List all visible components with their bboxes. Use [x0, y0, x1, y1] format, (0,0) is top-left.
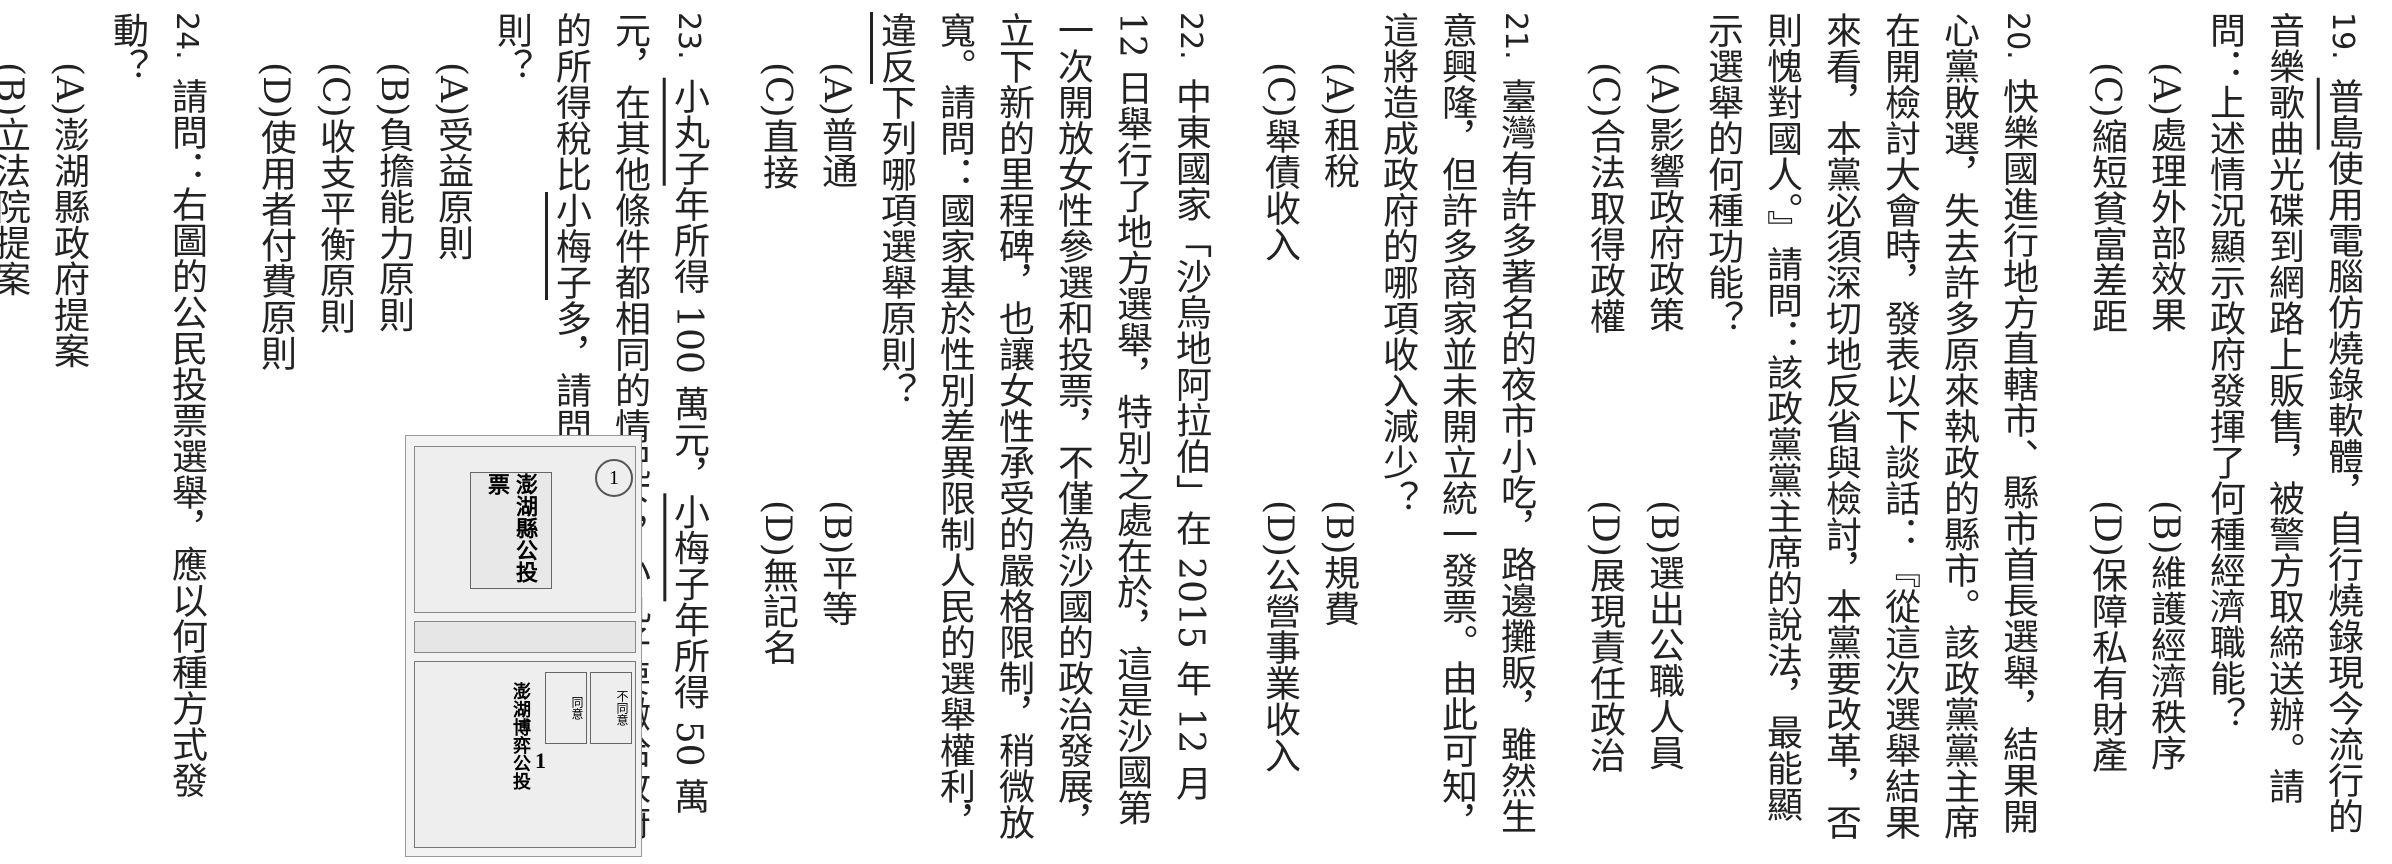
stem-text: 小丸子	[668, 77, 709, 186]
stem-text: 臺灣有許多著名的夜市小吃，路邊攤販，雖然生意興隆，但許多商家並未開立統一發票。由…	[1377, 12, 1536, 840]
option-row: (C)收支平衡原則	[305, 12, 364, 852]
answer-option[interactable]: (B)選出公職人員	[1643, 500, 1684, 771]
question-stem: 22.中東國家「沙烏地阿拉伯」在 2015 年 12 月 12 日舉行了地方選舉…	[866, 12, 1220, 852]
option-row: (C)舉債收入 (D)公營事業收入	[1250, 12, 1309, 852]
question-1: 19. 普島使用電腦仿燒錄軟體，自行燒錄現今流行的音樂歌曲光碟到網路上販售，被警方…	[2077, 12, 2372, 852]
stem-text: 中東國家「沙烏地阿拉伯」在 2015 年 12 月 12 日舉行了地方選舉，特別…	[934, 12, 1211, 840]
ballot-strip	[414, 621, 636, 653]
stem-text: 普島	[2322, 77, 2363, 150]
stem-text: 小梅子	[668, 493, 709, 602]
stem-text: 請問：右圖的公民投票選舉，應以何種方式發動？	[107, 12, 207, 798]
ballot-mark: 1	[535, 748, 546, 773]
question-number: 23.	[671, 12, 706, 60]
answer-option[interactable]: (B)負擔能力原則	[373, 62, 414, 333]
option-row: (A)澎湖縣政府提案	[39, 12, 98, 852]
stem-text: 違反	[875, 12, 916, 84]
option-row: (B)立法院提案	[0, 12, 39, 852]
answer-option[interactable]: (D)無記名	[757, 500, 798, 665]
stem-text: 小梅子	[550, 192, 591, 300]
answer-option[interactable]: (B)維護經濟秩序	[2145, 500, 2186, 771]
question-3: 21.臺灣有許多著名的夜市小吃，路邊攤販，雖然生意興隆，但許多商家並未開立統一發…	[1250, 12, 1545, 852]
answer-option[interactable]: (A)處理外部效果	[2145, 62, 2186, 333]
question-number: 19.	[2325, 12, 2360, 60]
answer-option[interactable]: (A)影響政府政策	[1643, 62, 1684, 333]
option-row: (D)使用者付費原則	[246, 12, 305, 852]
question-number: 20.	[2000, 12, 2035, 60]
ballot-number-circle: 1	[595, 459, 633, 497]
question-4: 22.中東國家「沙烏地阿拉伯」在 2015 年 12 月 12 日舉行了地方選舉…	[748, 12, 1220, 852]
option-row: (A)租稅 (B)規費	[1309, 12, 1368, 852]
ballot-figure: 澎湖縣公投票 1 澎湖博弈公投 同意 不同意 1	[405, 435, 642, 857]
question-stem: 21.臺灣有許多著名的夜市小吃，路邊攤販，雖然生意興隆，但許多商家並未開立統一發…	[1368, 12, 1545, 852]
envelope-title: 澎湖縣公投票	[470, 472, 552, 589]
stem-text: 下列哪項選舉原則？	[875, 84, 916, 408]
answer-option[interactable]: (D)展現責任政治	[1584, 500, 1625, 773]
answer-option[interactable]: (A)普通	[816, 62, 857, 189]
answer-option[interactable]: (A)澎湖縣政府提案	[48, 62, 89, 369]
answer-option[interactable]: (C)舉債收入	[1259, 62, 1300, 262]
option-row: (A)受益原則	[423, 12, 482, 852]
ballot-disagree-box: 不同意	[590, 672, 632, 744]
question-6: 24.請問：右圖的公民投票選舉，應以何種方式發動？(A)澎湖縣政府提案(B)立法…	[0, 12, 216, 852]
ballot-agree-box: 同意	[545, 672, 587, 744]
option-row: (C)直接 (D)無記名	[748, 12, 807, 852]
answer-option[interactable]: (B)平等	[816, 500, 857, 627]
answer-option[interactable]: (D)使用者付費原則	[255, 62, 296, 371]
option-row: (B)負擔能力原則	[364, 12, 423, 852]
answer-option[interactable]: (C)直接	[757, 62, 798, 190]
question-number: 24.	[169, 12, 204, 60]
answer-option[interactable]: (A)租稅	[1318, 62, 1359, 189]
answer-option[interactable]: (C)收支平衡原則	[314, 62, 355, 334]
option-row: (A)影響政府政策 (B)選出公職人員	[1634, 12, 1693, 852]
answer-option[interactable]: (B)規費	[1318, 500, 1359, 627]
option-row: (C)合法取得政權 (D)展現責任政治	[1575, 12, 1634, 852]
stem-text: 快樂國進行地方直轄市、縣市首長選舉，結果開心黨敗選，失去許多原來執政的縣市。該政…	[1702, 12, 2038, 840]
answer-option[interactable]: (D)公營事業收入	[1259, 500, 1300, 773]
answer-option[interactable]: (D)保障私有財產	[2086, 500, 2127, 773]
question-number: 22.	[1173, 12, 1208, 60]
option-row: (A)普通 (B)平等	[807, 12, 866, 852]
option-row: (C)縮短貧富差距 (D)保障私有財產	[2077, 12, 2136, 852]
answer-option[interactable]: (B)立法院提案	[0, 62, 30, 297]
question-stem: 24.請問：右圖的公民投票選舉，應以何種方式發動？	[98, 12, 216, 852]
ballot-note	[427, 682, 477, 832]
question-stem: 20.快樂國進行地方直轄市、縣市首長選舉，結果開心黨敗選，失去許多原來執政的縣市…	[1693, 12, 2047, 852]
stem-text: 年所得 100 萬元，	[668, 185, 709, 494]
answer-option[interactable]: (A)受益原則	[432, 62, 473, 261]
ballot-form: 澎湖博弈公投 同意 不同意 1	[414, 661, 636, 848]
question-number: 21.	[1498, 12, 1533, 60]
option-row: (A)處理外部效果 (B)維護經濟秩序	[2136, 12, 2195, 852]
answer-option[interactable]: (C)合法取得政權	[1584, 62, 1625, 334]
question-2: 20.快樂國進行地方直轄市、縣市首長選舉，結果開心黨敗選，失去許多原來執政的縣市…	[1575, 12, 2047, 852]
stem-text: 使用電腦仿燒錄軟體，自行燒錄現今流行的音樂歌曲光碟到網路上販售，被警方取締送辦。…	[2204, 12, 2363, 834]
question-stem: 19. 普島使用電腦仿燒錄軟體，自行燒錄現今流行的音樂歌曲光碟到網路上販售，被警方…	[2195, 12, 2372, 852]
ballot-envelope: 澎湖縣公投票 1	[414, 446, 636, 613]
answer-option[interactable]: (C)縮短貧富差距	[2086, 62, 2127, 334]
ballot-form-title: 澎湖博弈公投	[511, 682, 531, 790]
